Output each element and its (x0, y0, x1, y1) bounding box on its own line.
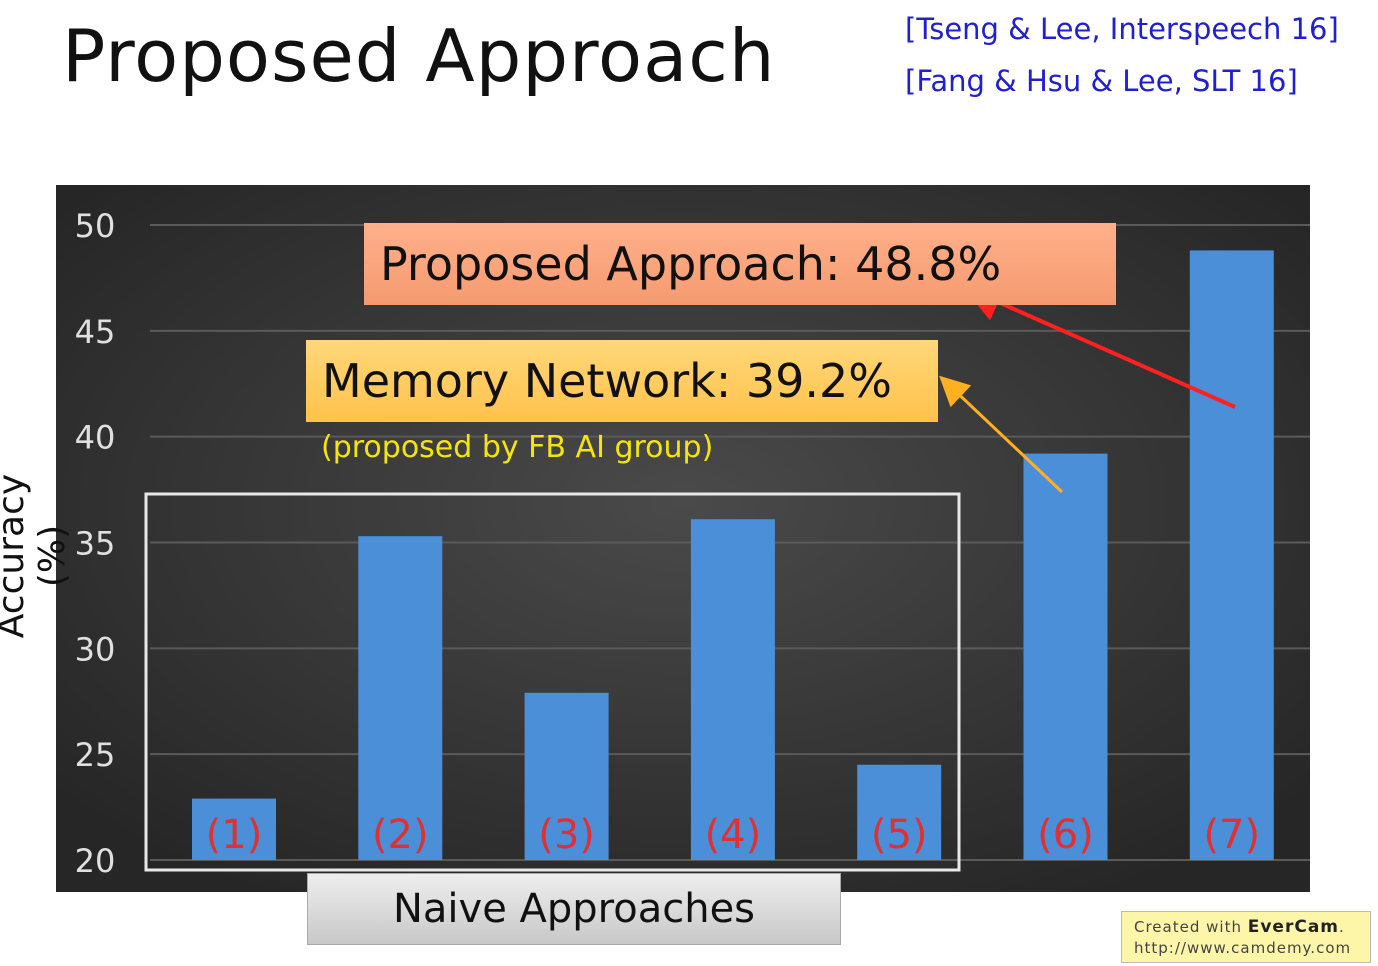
y-tick-label: 40 (75, 419, 116, 457)
bar-label: (4) (705, 812, 762, 858)
proposed-arrow (961, 283, 1236, 409)
bar (1189, 250, 1274, 860)
watermark-prefix: Created with (1134, 918, 1248, 936)
bar (690, 519, 775, 860)
naive-approaches-label: Naive Approaches (307, 873, 841, 945)
bar-label: (7) (1203, 812, 1260, 858)
proposed-callout: Proposed Approach: 48.8% (364, 223, 1116, 305)
bar (1023, 453, 1108, 860)
bar-label: (1) (206, 812, 263, 858)
bar (857, 764, 942, 860)
y-tick-label: 25 (75, 736, 116, 774)
naive-group-box (144, 492, 961, 872)
bar-label: (5) (871, 812, 928, 858)
bar (192, 798, 276, 860)
watermark-suffix: . (1339, 918, 1345, 936)
memory-arrow (939, 375, 1064, 494)
memory-note: (proposed by FB AI group) (321, 430, 714, 465)
reference-2: [Fang & Hsu & Lee, SLT 16] (905, 64, 1298, 98)
bar (524, 692, 609, 860)
reference-1: [Tseng & Lee, Interspeech 16] (905, 12, 1339, 46)
y-tick-label: 45 (75, 313, 116, 351)
page-title: Proposed Approach (62, 14, 776, 98)
bar (358, 536, 443, 860)
y-tick-label: 30 (75, 630, 116, 668)
watermark-url: http://www.camdemy.com (1134, 939, 1352, 957)
y-axis-label: Accuracy (%) (0, 473, 73, 639)
watermark: Created with EverCam. http://www.camdemy.… (1121, 911, 1371, 963)
watermark-brand: EverCam (1247, 917, 1340, 937)
y-tick-label: 50 (75, 207, 116, 245)
bar-label: (3) (538, 812, 595, 858)
memory-callout: Memory Network: 39.2% (306, 340, 938, 422)
y-tick-label: 35 (75, 525, 116, 563)
bar-label: (2) (372, 812, 429, 858)
bar-label: (6) (1037, 812, 1094, 858)
y-tick-label: 20 (75, 842, 116, 880)
